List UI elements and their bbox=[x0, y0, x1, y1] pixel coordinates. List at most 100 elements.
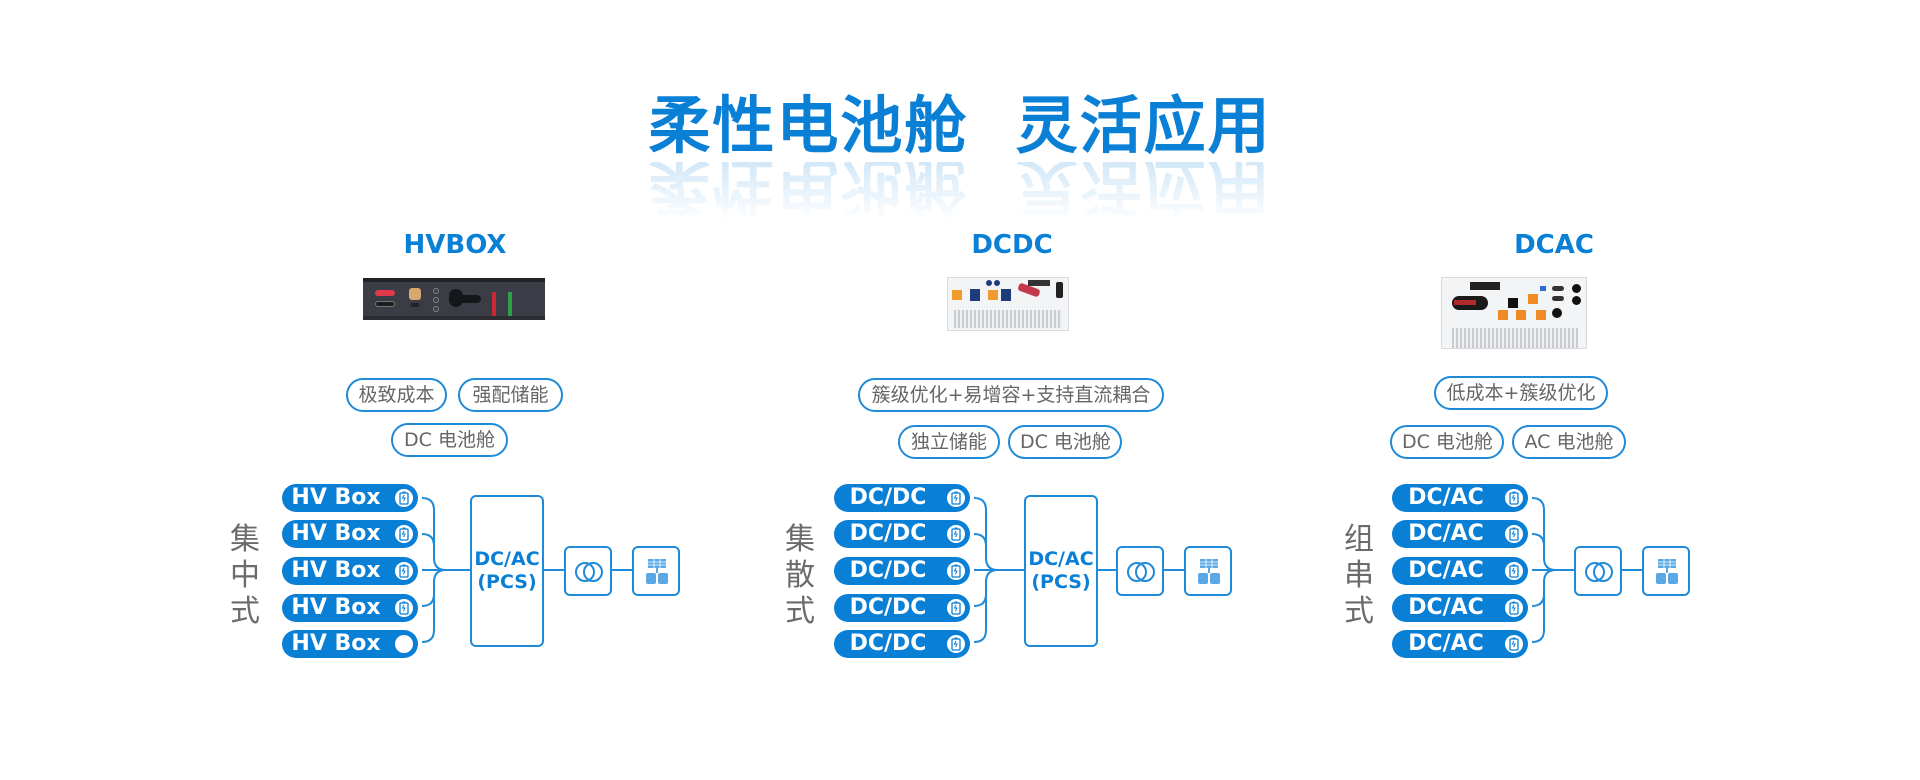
battery-icon bbox=[945, 560, 967, 582]
solar-grid-icon bbox=[646, 559, 668, 584]
battery-icon bbox=[945, 633, 967, 655]
pcs-line1: DC/AC bbox=[1028, 548, 1094, 570]
page-title-reflection: 柔性电池舱 灵活应用 bbox=[648, 162, 1272, 222]
dcac-device-image bbox=[1441, 277, 1587, 349]
page-title: 柔性电池舱 灵活应用 bbox=[648, 89, 1272, 162]
layout-label-char: 中 bbox=[230, 558, 260, 593]
connector-line bbox=[1164, 569, 1184, 571]
feature-tag: 簇级优化+易增容+支持直流耦合 bbox=[858, 378, 1164, 412]
unit-pill: HV Box bbox=[282, 594, 418, 622]
connector-line bbox=[544, 569, 564, 571]
feature-tag: AC 电池舱 bbox=[1512, 425, 1626, 459]
grid-box bbox=[1642, 546, 1690, 596]
battery-icon bbox=[393, 597, 415, 619]
title-block: 柔性电池舱 灵活应用 柔性电池舱 灵活应用 bbox=[0, 89, 1920, 223]
transformer-box bbox=[1116, 546, 1164, 596]
unit-label: HV Box bbox=[291, 521, 381, 546]
battery-icon bbox=[1503, 487, 1525, 509]
feature-tag: 强配储能 bbox=[458, 378, 563, 412]
empty-circle-icon bbox=[393, 633, 415, 655]
layout-label-char: 散 bbox=[785, 558, 815, 593]
pcs-line2: (PCS) bbox=[477, 571, 537, 593]
pcs-label: DC/AC (PCS) bbox=[1026, 548, 1096, 594]
unit-label: HV Box bbox=[291, 558, 381, 583]
feature-tag: 极致成本 bbox=[346, 378, 447, 412]
connector-line bbox=[1098, 569, 1116, 571]
battery-icon bbox=[945, 487, 967, 509]
unit-label: DC/DC bbox=[849, 521, 927, 546]
pcs-box: DC/AC (PCS) bbox=[470, 495, 544, 647]
feature-tag: DC 电池舱 bbox=[391, 423, 508, 457]
unit-label: DC/DC bbox=[849, 558, 927, 583]
unit-pill: HV Box bbox=[282, 520, 418, 548]
battery-icon bbox=[945, 523, 967, 545]
unit-pill: DC/AC bbox=[1392, 594, 1528, 622]
unit-label: DC/DC bbox=[849, 595, 927, 620]
unit-label: DC/AC bbox=[1408, 521, 1484, 546]
dcdc-device-image bbox=[947, 277, 1069, 331]
battery-icon bbox=[945, 597, 967, 619]
battery-icon bbox=[1503, 560, 1525, 582]
feature-tag: 独立储能 bbox=[898, 425, 1000, 459]
battery-icon bbox=[393, 487, 415, 509]
unit-pill: HV Box bbox=[282, 557, 418, 585]
unit-label: DC/AC bbox=[1408, 485, 1484, 510]
unit-pill: DC/AC bbox=[1392, 557, 1528, 585]
unit-label: HV Box bbox=[291, 631, 381, 656]
battery-icon bbox=[393, 523, 415, 545]
battery-icon bbox=[1503, 523, 1525, 545]
layout-label: 集 中 式 bbox=[228, 522, 262, 630]
unit-pill: DC/DC bbox=[834, 484, 970, 512]
connector-line bbox=[1556, 569, 1574, 571]
battery-icon bbox=[1503, 633, 1525, 655]
unit-pill: HV Box bbox=[282, 630, 418, 658]
layout-label-char: 式 bbox=[1344, 594, 1374, 629]
connector-line bbox=[1622, 569, 1642, 571]
layout-label-char: 式 bbox=[230, 594, 260, 629]
unit-label: DC/AC bbox=[1408, 595, 1484, 620]
grid-box bbox=[1184, 546, 1232, 596]
pcs-line2: (PCS) bbox=[1031, 571, 1091, 593]
feature-tag: DC 电池舱 bbox=[1390, 425, 1504, 459]
layout-label-char: 组 bbox=[1344, 522, 1374, 557]
unit-pill: DC/AC bbox=[1392, 484, 1528, 512]
unit-pill: HV Box bbox=[282, 484, 418, 512]
connector-line bbox=[998, 569, 1024, 571]
hvbox-device-image bbox=[363, 278, 545, 320]
transformer-box bbox=[1574, 546, 1622, 596]
unit-label: DC/DC bbox=[849, 485, 927, 510]
pcs-box: DC/AC (PCS) bbox=[1024, 495, 1098, 647]
pcs-label: DC/AC (PCS) bbox=[472, 548, 542, 594]
unit-pill: DC/DC bbox=[834, 520, 970, 548]
pcs-line1: DC/AC bbox=[474, 548, 540, 570]
feature-tag: 低成本+簇级优化 bbox=[1434, 376, 1608, 410]
connector-line bbox=[446, 569, 470, 571]
product-name: DCDC bbox=[971, 230, 1053, 260]
solar-grid-icon bbox=[1656, 559, 1678, 584]
solar-grid-icon bbox=[1198, 559, 1220, 584]
transformer-icon bbox=[1127, 562, 1155, 582]
transformer-icon bbox=[575, 562, 603, 582]
unit-label: DC/AC bbox=[1408, 631, 1484, 656]
layout-label: 组 串 式 bbox=[1342, 522, 1376, 630]
unit-pill: DC/AC bbox=[1392, 520, 1528, 548]
battery-icon bbox=[393, 560, 415, 582]
connector-line bbox=[612, 569, 632, 571]
unit-label: HV Box bbox=[291, 485, 381, 510]
layout-label-char: 集 bbox=[230, 522, 260, 557]
unit-label: DC/DC bbox=[849, 631, 927, 656]
unit-pill: DC/DC bbox=[834, 557, 970, 585]
unit-label: DC/AC bbox=[1408, 558, 1484, 583]
unit-label: HV Box bbox=[291, 595, 381, 620]
unit-pill: DC/AC bbox=[1392, 630, 1528, 658]
transformer-icon bbox=[1585, 562, 1613, 582]
layout-label-char: 集 bbox=[785, 522, 815, 557]
layout-label: 集 散 式 bbox=[783, 522, 817, 630]
product-name: DCAC bbox=[1514, 230, 1594, 260]
layout-label-char: 串 bbox=[1344, 558, 1374, 593]
transformer-box bbox=[564, 546, 612, 596]
unit-pill: DC/DC bbox=[834, 630, 970, 658]
product-name: HVBOX bbox=[403, 230, 507, 260]
unit-pill: DC/DC bbox=[834, 594, 970, 622]
battery-icon bbox=[1503, 597, 1525, 619]
